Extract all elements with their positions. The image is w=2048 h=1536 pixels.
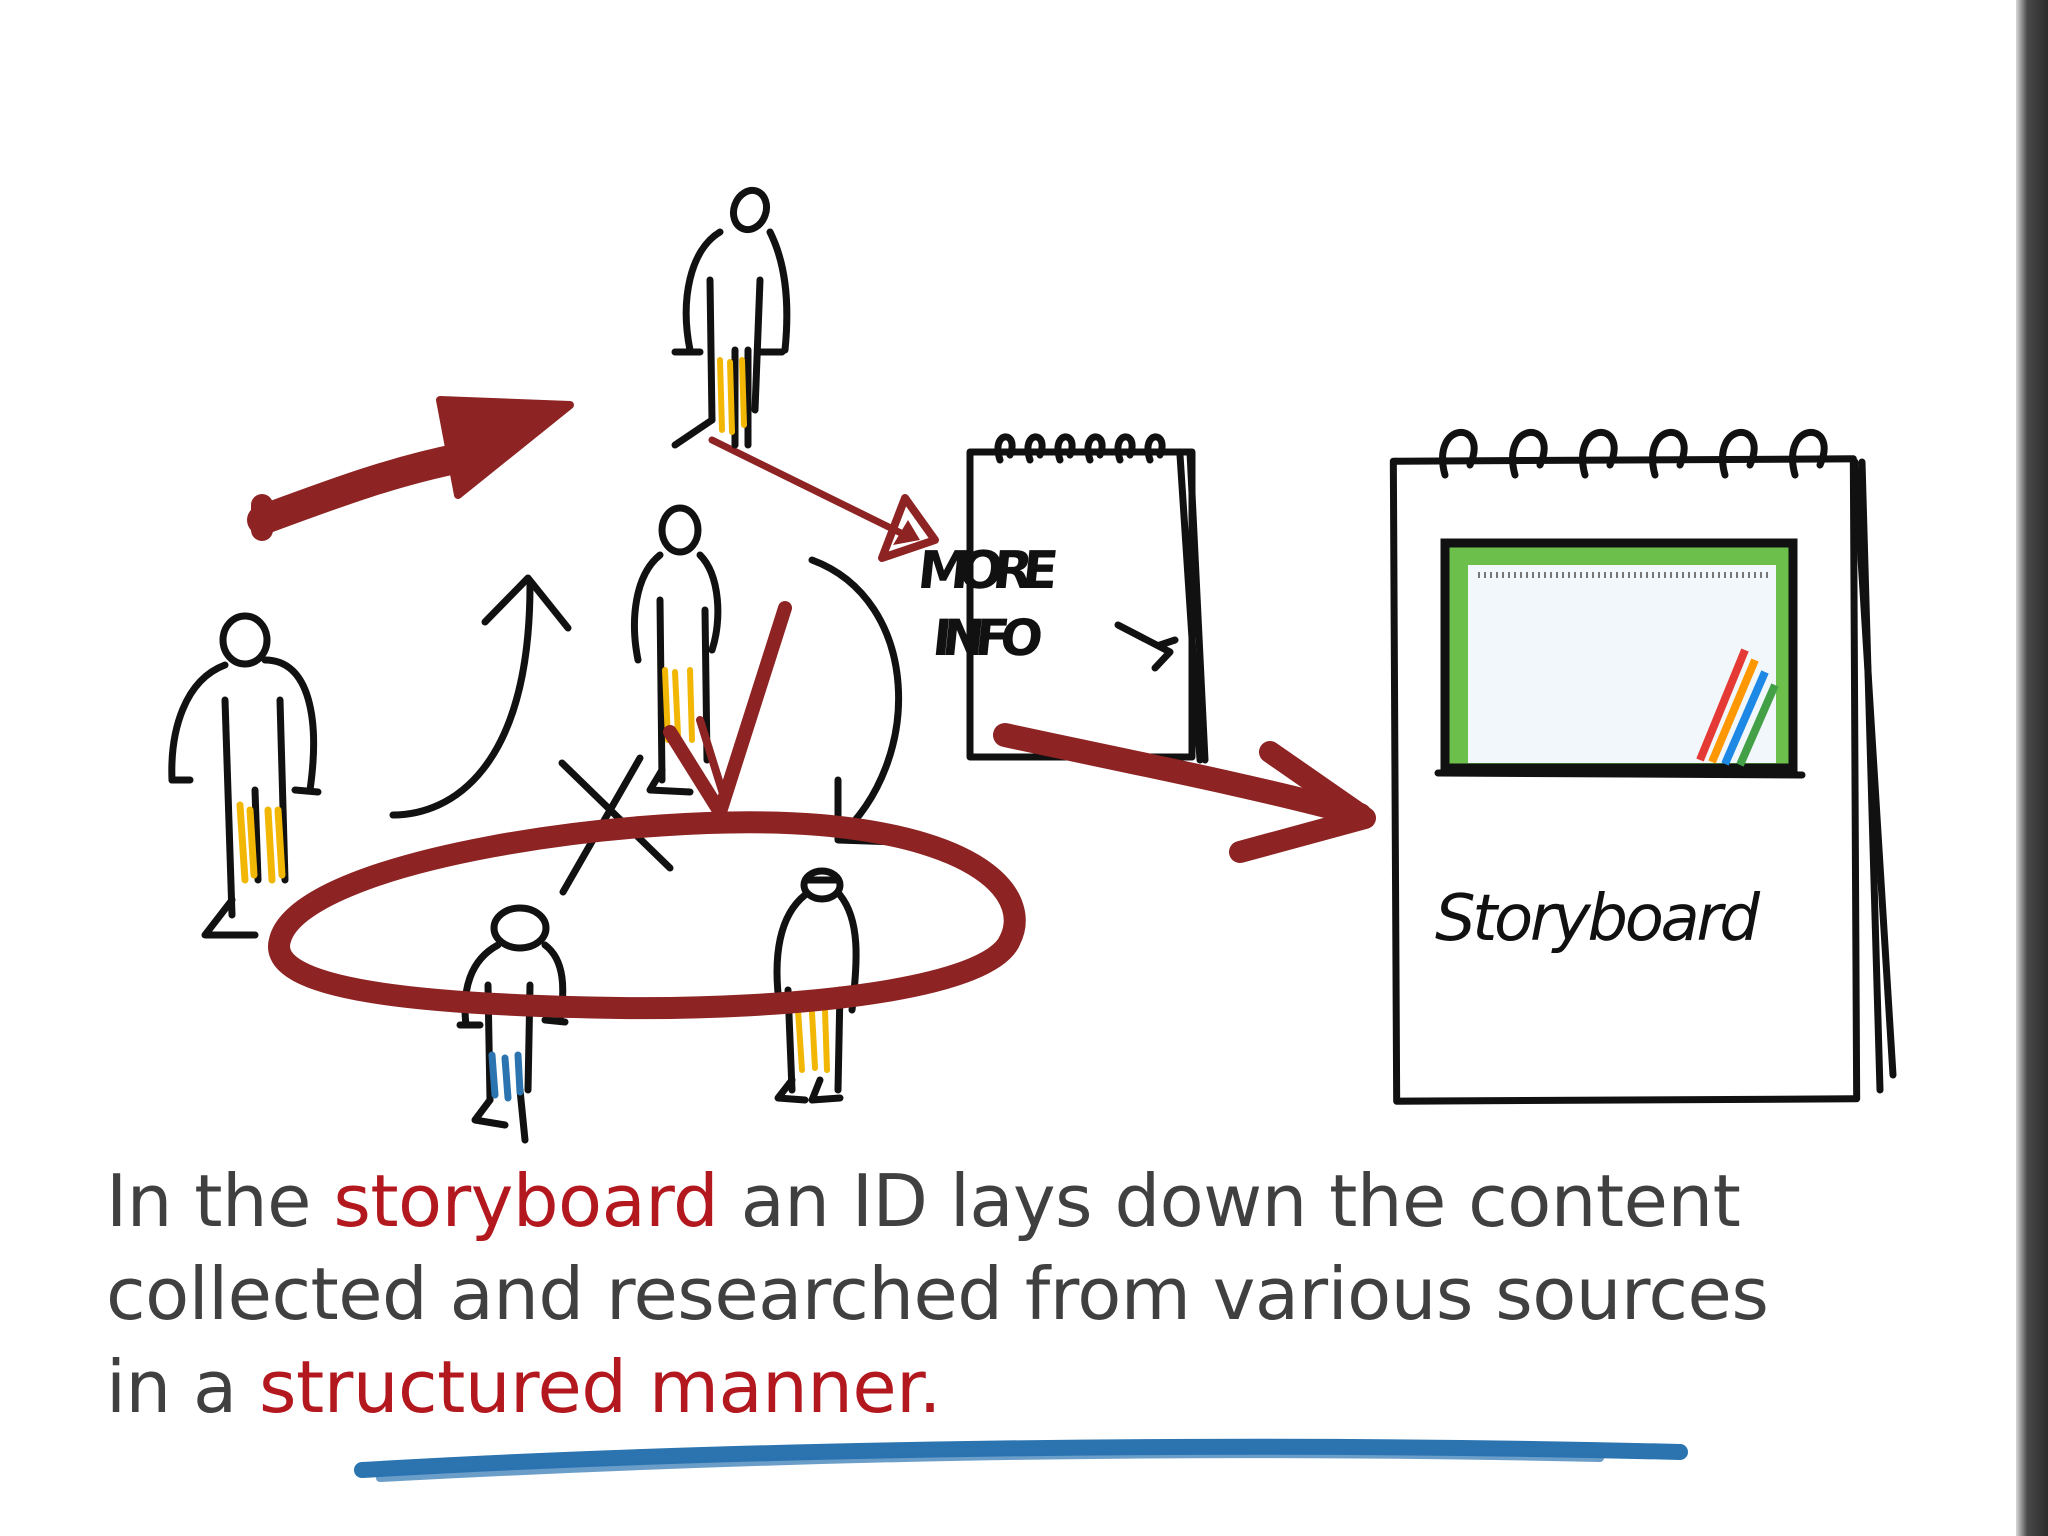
red-ellipse-icon xyxy=(268,811,1026,1020)
notepad-label-line1: MORE xyxy=(915,541,1061,601)
red-checkmark-icon xyxy=(663,601,792,819)
red-arrow-to-storyboard-icon xyxy=(993,723,1376,863)
caption-part2: an ID lays down the content collected an… xyxy=(106,1159,1769,1429)
caption-paragraph: In the storyboard an ID lays down the co… xyxy=(106,1155,1806,1434)
red-arrow-thin-icon xyxy=(708,436,939,562)
caption-highlight-structured: structured manner. xyxy=(259,1345,942,1429)
person-figure-left-icon xyxy=(168,612,322,939)
right-edge-shadow xyxy=(2016,0,2048,1536)
curved-arrow-up-icon xyxy=(389,574,572,819)
curved-arrow-down-icon xyxy=(808,556,903,846)
notepad-label-line2: INFO xyxy=(930,608,1046,667)
person-figure-bottom-left-icon xyxy=(456,904,569,1144)
storyboard-label: Storyboard xyxy=(1435,882,1760,956)
person-figure-bottom-right-icon xyxy=(773,867,860,1104)
blue-underline-stroke-icon xyxy=(354,1438,1688,1482)
red-arrow-large-icon xyxy=(247,396,574,541)
caption-part1: In the xyxy=(106,1159,334,1243)
caption-highlight-storyboard: storyboard xyxy=(333,1159,719,1243)
storyboard-notebook-icon: Storyboard xyxy=(1389,428,1897,1105)
more-info-notepad-icon: MORE INFO xyxy=(915,433,1209,764)
person-figure-top-icon xyxy=(671,186,791,449)
